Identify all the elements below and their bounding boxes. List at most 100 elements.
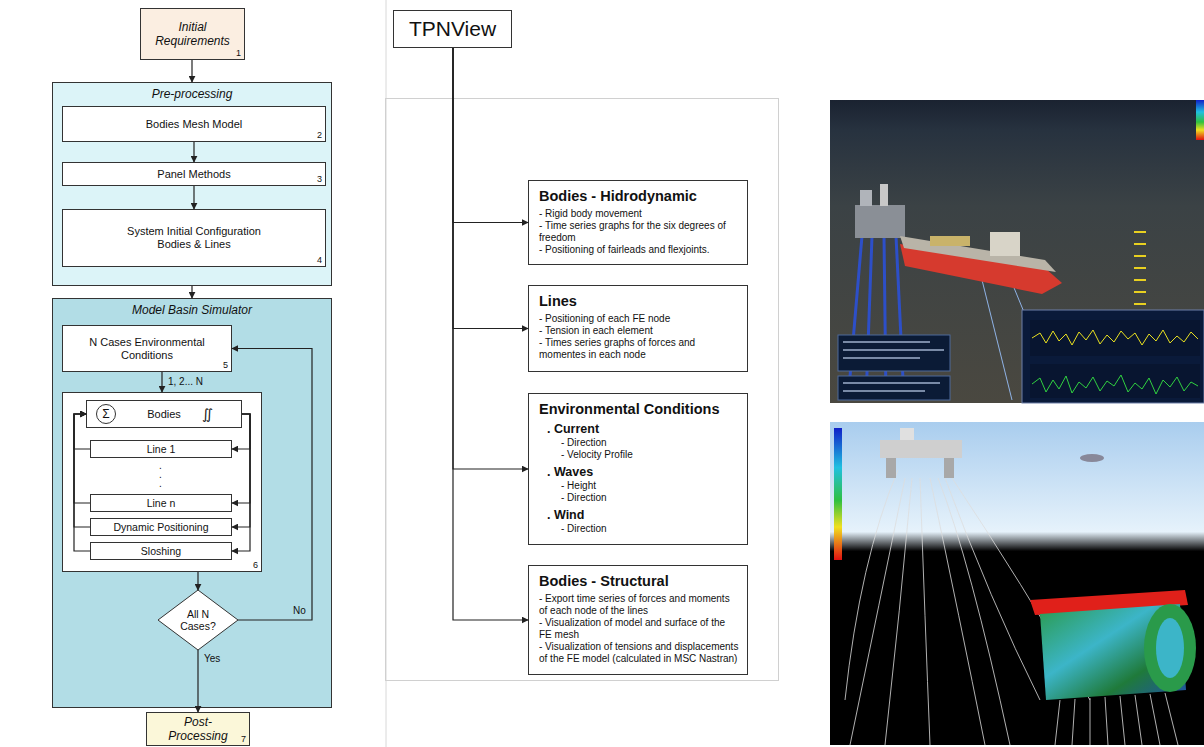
info-box: Bodies - Structural - Export time series …: [528, 565, 748, 675]
node-text: ∬: [202, 405, 213, 423]
node-text: - Times series graphs of forces and mome…: [539, 337, 739, 361]
node-text: - Positioning of fairleads and flexjoint…: [539, 244, 739, 256]
edge-label: No: [292, 605, 307, 616]
edge-label: 1, 2... N: [167, 376, 204, 387]
node-text: Sloshing: [141, 545, 181, 557]
platform: [855, 205, 905, 238]
diamond-outline: [158, 590, 238, 650]
node-text: TPNView: [409, 17, 496, 41]
flow-arrow: [193, 142, 194, 162]
platform: [880, 184, 888, 206]
node-text: - Rigid body movement: [539, 208, 739, 220]
graph-plot: [1030, 364, 1200, 398]
flow-arrow: [161, 372, 162, 392]
node-text: - Velocity Profile: [539, 449, 739, 461]
callout-number: 1: [236, 48, 241, 58]
riser: [980, 272, 1012, 400]
time-series: [1032, 375, 1198, 394]
ship-deck: [990, 232, 1020, 256]
node-text: - Time series graphs for the six degrees…: [539, 220, 739, 244]
node-text: - Height: [539, 480, 739, 492]
sum-circle: Σ: [96, 404, 116, 424]
flow-arrow: [232, 414, 250, 551]
flow-arrow: [453, 48, 528, 620]
node-text: - Export time series of forces and momen…: [539, 593, 739, 617]
box-heading: Environmental Conditions: [539, 400, 739, 418]
flow-arrow: [191, 286, 192, 298]
process-box: Sloshing: [90, 542, 232, 560]
time-series: [1032, 330, 1198, 345]
riser: [866, 236, 872, 400]
info-box: Bodies - Hidrodynamic - Rigid body moveme…: [528, 180, 748, 265]
callout-number: 2: [317, 130, 322, 140]
process-box: Dynamic Positioning: [90, 518, 232, 536]
callout-number: 4: [317, 255, 322, 265]
simulation-screenshot: [830, 100, 1204, 403]
process-box: System Initial Configuration Bodies & Li…: [62, 209, 326, 267]
info-panel: [838, 335, 950, 371]
continuation-dot: .: [158, 461, 163, 470]
flow-arrow: [191, 60, 192, 82]
graph-plot: [1030, 320, 1200, 356]
structural-screenshot: [830, 422, 1204, 745]
process-box: Bodies Mesh Model 2: [62, 106, 326, 142]
callout-number: 6: [253, 560, 258, 570]
panel-frame: [386, 99, 779, 681]
flow-arrow: [193, 186, 194, 209]
node-text: - Direction: [539, 437, 739, 449]
node-text: Panel Methods: [157, 168, 230, 181]
riser: [896, 236, 904, 400]
node-text: - Tension in each element: [539, 325, 739, 337]
stage-band: Pre-processingBodies Mesh Model2Panel Me…: [52, 82, 332, 286]
decision-diamond: All N Cases?: [158, 590, 238, 650]
node-text: - Visualization of model and surface of …: [539, 617, 739, 641]
node-text: - Direction: [539, 523, 739, 535]
riser: [884, 236, 886, 400]
process-box: Panel Methods 3: [62, 162, 326, 186]
info-box: Environmental Conditions. Current- Direc…: [528, 393, 748, 545]
platform: [900, 428, 914, 440]
flow-arrow: [197, 572, 198, 590]
start-box: Initial Requirements1: [140, 8, 245, 60]
continuation-dot: .: [158, 470, 163, 479]
node-text: System Initial Configuration Bodies & Li…: [112, 225, 277, 251]
root-box: TPNView: [393, 10, 512, 48]
current-markers: [1134, 232, 1146, 316]
flow-arrow: [232, 414, 250, 527]
riser: [848, 236, 862, 400]
platform: [880, 440, 962, 458]
flow-arrow: [74, 414, 90, 449]
callout-number: 7: [241, 734, 246, 744]
box-heading: Lines: [539, 292, 739, 310]
flow-arrow: [74, 414, 90, 551]
callout-number: 5: [223, 360, 228, 370]
node-text: - Positioning of each FE node: [539, 313, 739, 325]
process-box: N Cases Environmental Conditions5: [62, 325, 232, 372]
node-text: . Waves: [539, 465, 739, 480]
flow-arrow: [197, 650, 198, 712]
loop-box: 6Bodies∬ΣLine 1Line nDynamic Positioning…: [62, 392, 262, 572]
node-text: All N Cases?: [175, 608, 221, 632]
flow-arrow: [232, 414, 250, 503]
ship-deck: [900, 236, 1056, 272]
process-box: Line n: [90, 494, 232, 512]
ship-deck: [930, 236, 970, 246]
box-heading: Bodies - Structural: [539, 572, 739, 590]
end-box: Post-Processing7: [146, 712, 250, 746]
info-panel: [838, 376, 950, 400]
process-box: Bodies∬Σ: [86, 400, 242, 428]
node-text: Model Basin Simulator: [53, 303, 331, 317]
box-heading: Bodies - Hidrodynamic: [539, 187, 739, 205]
node-text: Line n: [147, 497, 176, 509]
flow-arrow: [232, 414, 250, 449]
flow-arrow: [453, 48, 528, 469]
node-text: Line 1: [147, 443, 176, 455]
platform: [860, 190, 872, 206]
sea-background: [830, 100, 1204, 403]
callout-number: 3: [317, 174, 322, 184]
node-text: - Direction: [539, 492, 739, 504]
node-text: Bodies Mesh Model: [146, 118, 243, 131]
